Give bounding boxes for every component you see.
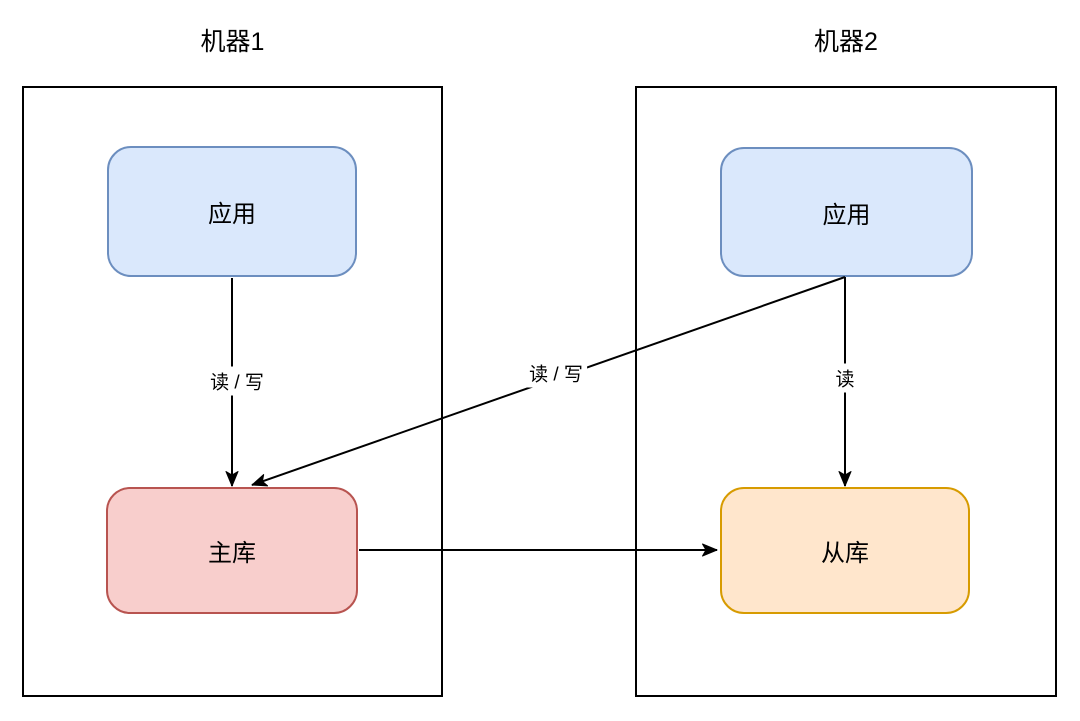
machine2-title: 机器2 bbox=[814, 28, 878, 56]
node-app-machine1: 应用 bbox=[107, 146, 357, 277]
node-slave-db: 从库 bbox=[720, 487, 970, 614]
node-master-db-label: 主库 bbox=[208, 540, 256, 567]
edge-label-read-machine2: 读 bbox=[831, 363, 859, 393]
node-slave-db-label: 从库 bbox=[821, 540, 869, 567]
machine1-title: 机器1 bbox=[200, 28, 265, 56]
node-app-machine2-label: 应用 bbox=[822, 201, 871, 229]
node-app-machine2: 应用 bbox=[720, 147, 973, 277]
edge-label-read-write-cross: 读 / 写 bbox=[525, 358, 587, 388]
node-app-machine1-label: 应用 bbox=[208, 201, 256, 228]
node-master-db: 主库 bbox=[106, 487, 358, 614]
edge-label-read-write-machine1: 读 / 写 bbox=[206, 366, 268, 396]
